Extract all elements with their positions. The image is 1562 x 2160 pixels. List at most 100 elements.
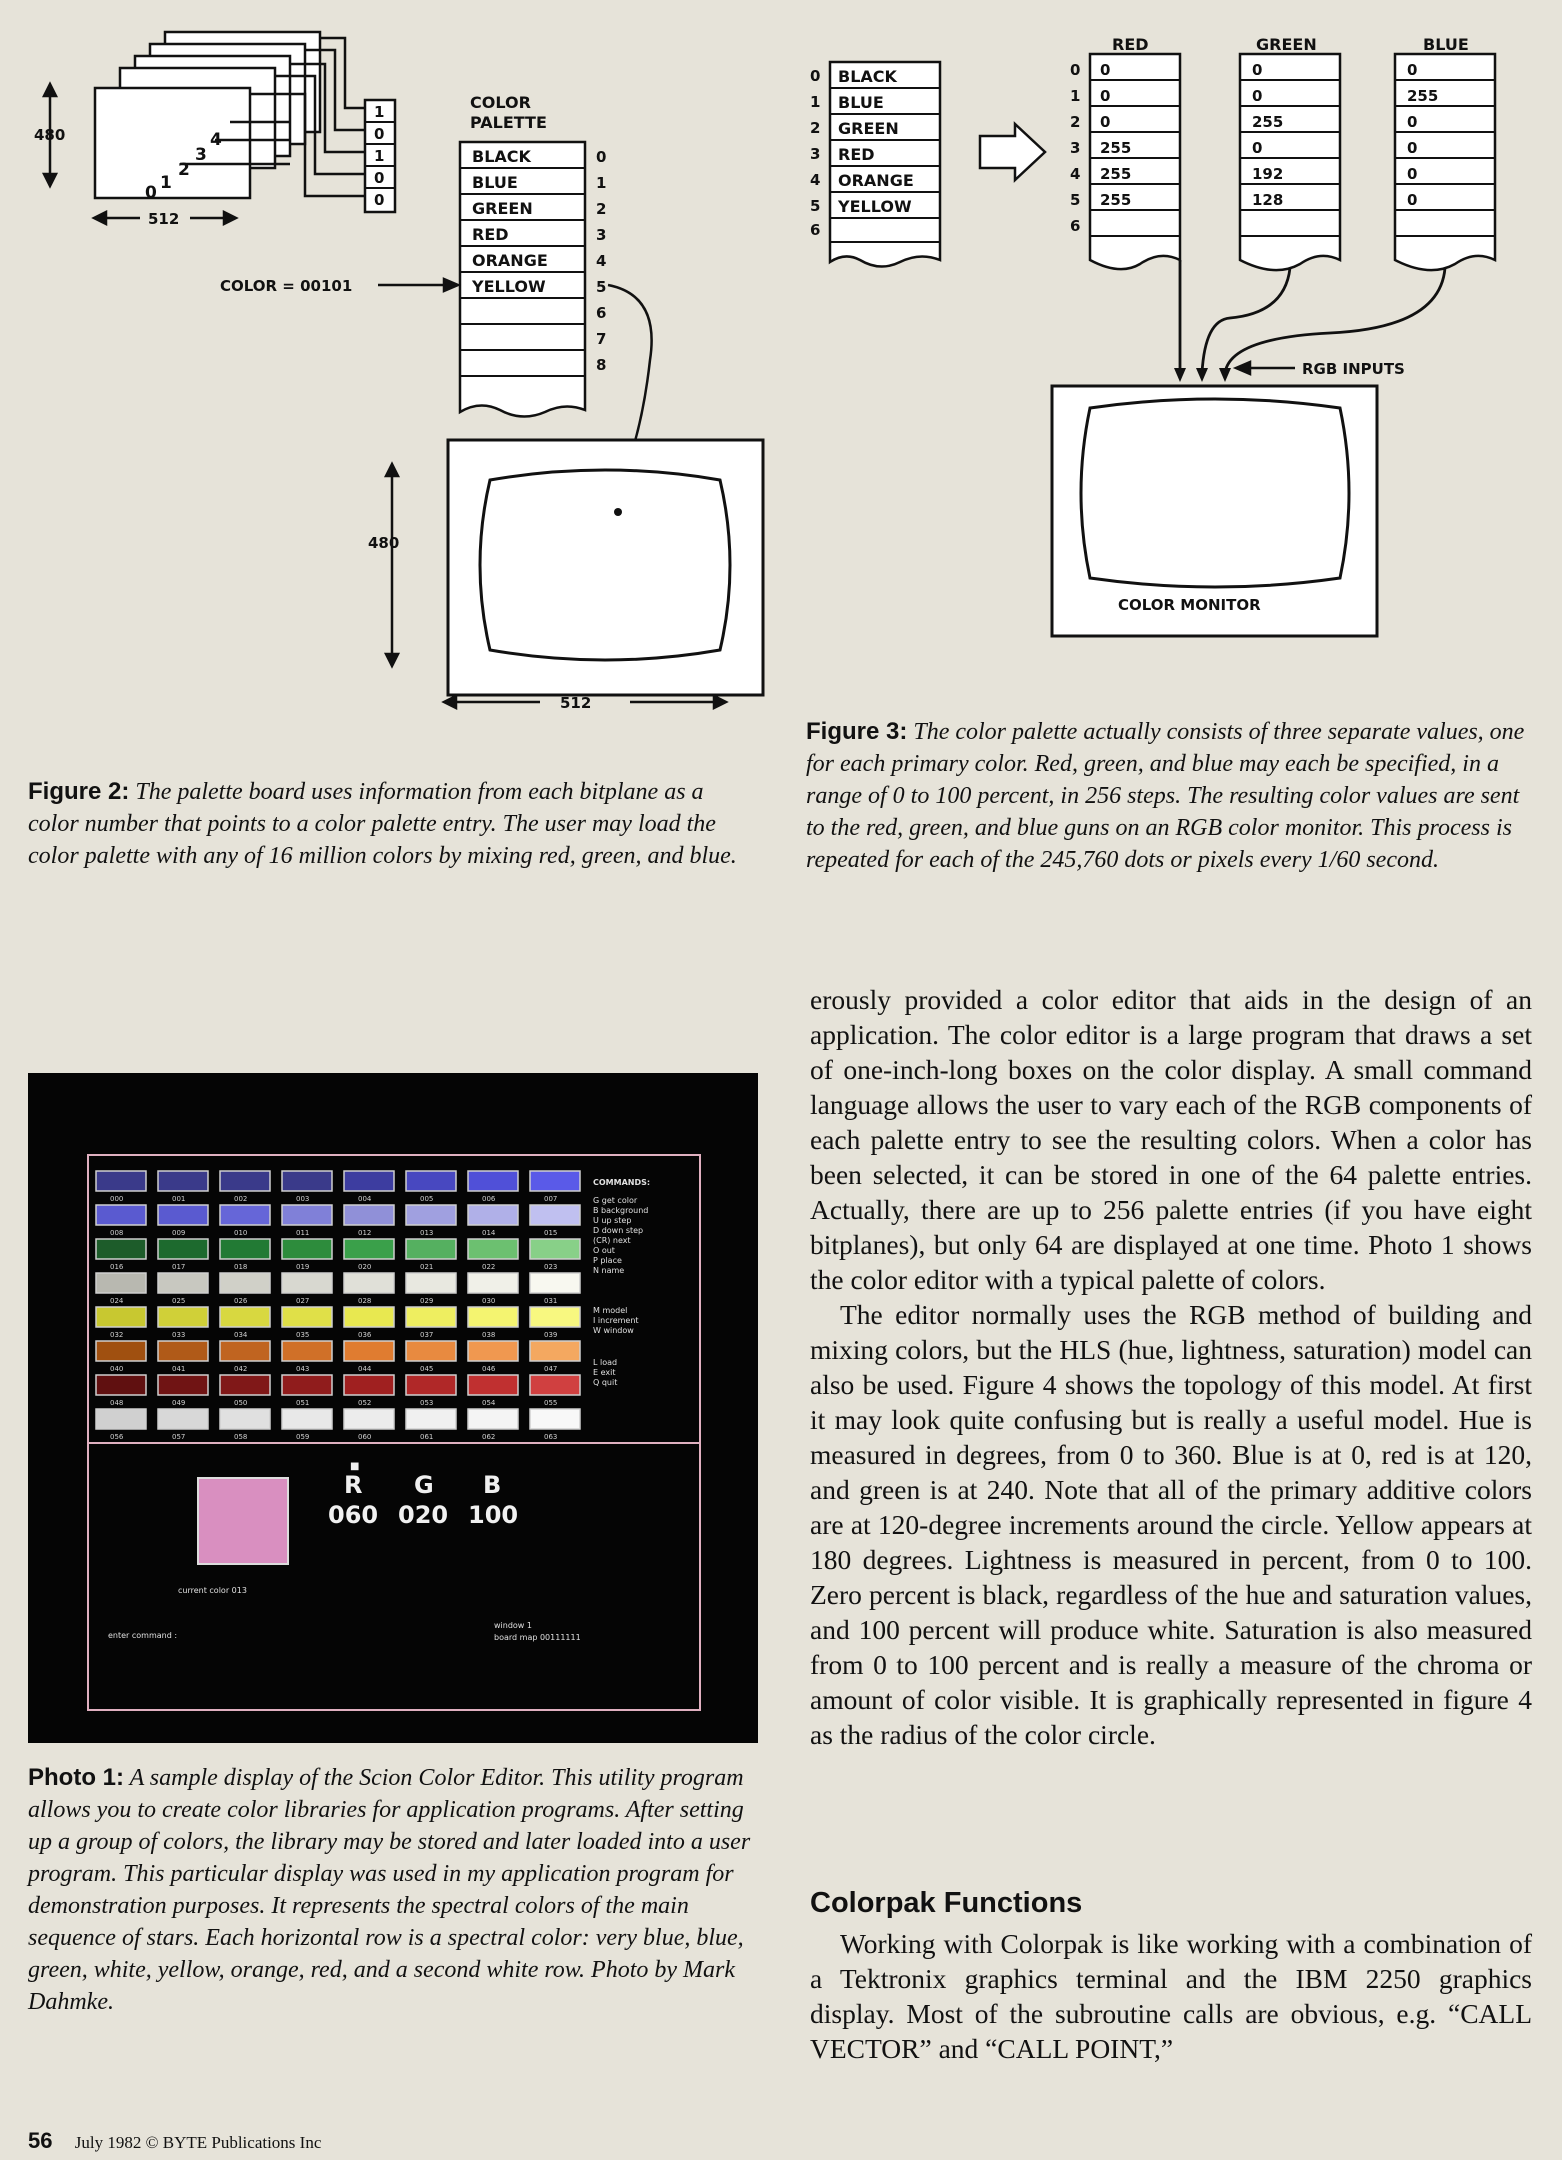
photo-1-caption: Photo 1: A sample display of the Scion C… xyxy=(28,1762,758,2018)
dimension-markers-bottom xyxy=(383,461,729,711)
palette-swatch-label: 001 xyxy=(172,1195,185,1203)
dim-480-top-label: 480 xyxy=(34,126,65,144)
palette-swatch xyxy=(219,1374,271,1396)
palette-swatch xyxy=(343,1238,395,1260)
figure-3-diagram: RED GREEN BLUE 0 1 2 3 4 5 6 BLACK BLUE … xyxy=(810,35,1497,638)
palette-swatch-label: 015 xyxy=(544,1229,557,1237)
green-value-1: 0 xyxy=(1252,87,1262,105)
palette-swatch-label: 032 xyxy=(110,1331,123,1339)
bit-2: 1 xyxy=(374,147,384,165)
window-text: window 1 xyxy=(494,1621,532,1630)
palette-swatch-label: 044 xyxy=(358,1365,372,1373)
rgb-inputs-label: RGB INPUTS xyxy=(1302,360,1405,378)
palette-swatch-label: 003 xyxy=(296,1195,309,1203)
palette-swatch xyxy=(157,1340,209,1362)
palette-swatch-label: 026 xyxy=(234,1297,248,1305)
palette-title-2: PALETTE xyxy=(470,113,547,132)
palette-swatch xyxy=(343,1306,395,1328)
palette-swatch xyxy=(219,1340,271,1362)
palette-swatch xyxy=(219,1306,271,1328)
palette-swatch xyxy=(405,1238,457,1260)
fig3-index-1: 1 xyxy=(810,93,820,111)
footer-publication-line: July 1982 © BYTE Publications Inc xyxy=(74,2133,322,2152)
palette-swatch-label: 049 xyxy=(172,1399,185,1407)
palette-swatch xyxy=(157,1272,209,1294)
fig3-mid-index-1: 1 xyxy=(1070,87,1080,105)
header-green: GREEN xyxy=(1256,35,1317,54)
figure-3-caption-label: Figure 3: xyxy=(806,718,908,745)
palette-swatch xyxy=(467,1340,519,1362)
color-register-label: COLOR = 00101 xyxy=(220,277,352,295)
bitplane-wires xyxy=(180,36,365,198)
palette-index-0: 0 xyxy=(596,148,606,166)
figure-2-caption-text: The palette board uses information from … xyxy=(28,779,737,869)
palette-swatch xyxy=(157,1374,209,1396)
palette-swatch xyxy=(95,1408,147,1430)
red-value-1: 0 xyxy=(1100,87,1110,105)
palette-swatch-label: 055 xyxy=(544,1399,557,1407)
red-values: 0 0 0 255 255 255 xyxy=(1100,61,1131,209)
command-1: B background xyxy=(593,1206,648,1215)
command-2: U up step xyxy=(593,1216,631,1225)
palette-swatch-label: 029 xyxy=(420,1297,433,1305)
palette-swatch-label: 058 xyxy=(234,1433,247,1441)
palette-swatch xyxy=(281,1238,333,1260)
palette-swatch-label: 041 xyxy=(172,1365,185,1373)
plane-label-1: 1 xyxy=(160,173,172,193)
rgb-column-headers: RED GREEN BLUE xyxy=(1112,35,1469,54)
palette-swatch xyxy=(95,1272,147,1294)
fig3-mid-index-2: 2 xyxy=(1070,113,1080,131)
fig3-entry-1: BLUE xyxy=(838,93,884,112)
commands-list: COMMANDS: G get color B background U up … xyxy=(593,1178,650,1387)
palette-swatch xyxy=(405,1408,457,1430)
palette-entry-4: ORANGE xyxy=(472,251,548,270)
rgb-input-arrowheads xyxy=(1174,368,1231,382)
palette-swatch xyxy=(343,1170,395,1192)
fig3-entry-5: YELLOW xyxy=(837,197,912,216)
current-color-text: current color 013 xyxy=(178,1586,247,1595)
palette-swatch-label: 007 xyxy=(544,1195,557,1203)
commands-title: COMMANDS: xyxy=(593,1178,650,1187)
bit-register-values: 1 0 1 0 0 xyxy=(374,103,384,209)
body-paragraph-3: Working with Colorpak is like working wi… xyxy=(810,1928,1532,2064)
fig3-index-4: 4 xyxy=(810,171,820,189)
blue-value-0: 0 xyxy=(1407,61,1417,79)
plane-label-2: 2 xyxy=(178,160,190,180)
palette-title-1: COLOR xyxy=(470,93,531,112)
green-value-5: 128 xyxy=(1252,191,1283,209)
blue-value-1: 255 xyxy=(1407,87,1438,105)
fig3-index-2: 2 xyxy=(810,119,820,137)
color-pointer-arrow xyxy=(378,277,462,293)
figure-3-caption: Figure 3: The color palette actually con… xyxy=(806,716,1530,876)
palette-swatch-label: 038 xyxy=(482,1331,495,1339)
palette-swatch xyxy=(405,1204,457,1226)
bit-4: 0 xyxy=(374,191,384,209)
palette-swatch xyxy=(467,1408,519,1430)
palette-swatch xyxy=(529,1408,581,1430)
red-value-0: 0 xyxy=(1100,61,1110,79)
palette-index-5: 5 xyxy=(596,278,606,296)
palette-swatch xyxy=(343,1272,395,1294)
fig3-index-3: 3 xyxy=(810,145,820,163)
palette-swatch-label: 047 xyxy=(544,1365,557,1373)
palette-swatch xyxy=(95,1374,147,1396)
palette-swatch xyxy=(281,1340,333,1362)
palette-index-8: 8 xyxy=(596,356,606,374)
blue-value-3: 0 xyxy=(1407,139,1417,157)
green-value-0: 0 xyxy=(1252,61,1262,79)
selector-marker: ■ xyxy=(350,1461,359,1472)
palette-swatch-label: 017 xyxy=(172,1263,185,1271)
fig3-mid-index-0: 0 xyxy=(1070,61,1080,79)
page-number: 56 xyxy=(28,2128,53,2153)
palette-swatch-label: 042 xyxy=(234,1365,247,1373)
palette-swatch xyxy=(157,1408,209,1430)
palette-swatch xyxy=(95,1170,147,1192)
bitplane-stack xyxy=(93,30,322,200)
palette-swatch xyxy=(281,1306,333,1328)
palette-swatch xyxy=(343,1340,395,1362)
palette-entry-2: GREEN xyxy=(472,199,533,218)
bit-register xyxy=(363,98,397,214)
palette-swatch-label: 030 xyxy=(482,1297,495,1305)
palette-swatch xyxy=(467,1238,519,1260)
palette-swatch-label: 018 xyxy=(234,1263,247,1271)
